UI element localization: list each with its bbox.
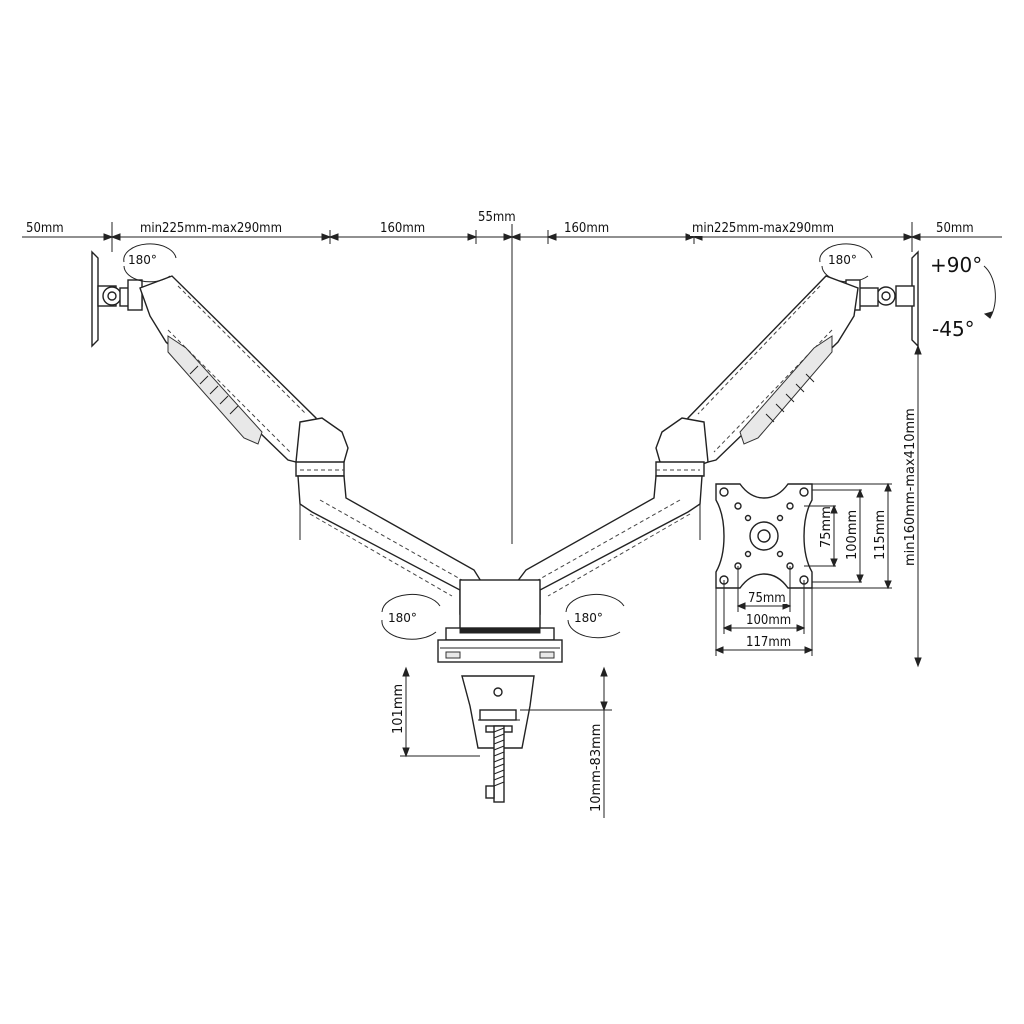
svg-text:75mm: 75mm: [819, 506, 834, 548]
right-upper-arm: [655, 250, 919, 477]
desk-clamp: [461, 675, 612, 803]
top-dimension-line: 50mm min225mm-max290mm 160mm 55mm 160mm …: [22, 208, 1002, 544]
dim-right-plate: 50mm: [936, 221, 974, 236]
svg-text:75mm: 75mm: [748, 591, 786, 606]
svg-text:-45°: -45°: [932, 317, 975, 341]
svg-text:115mm: 115mm: [873, 510, 888, 560]
dim-left-plate: 50mm: [26, 221, 64, 236]
vesa-horizontal-dims: 75mm 100mm 117mm: [714, 566, 814, 656]
rotation-bottom-right: 180°: [565, 593, 625, 639]
dim-base-height: 101mm: [391, 666, 480, 758]
svg-text:min160mm-max410mm: min160mm-max410mm: [903, 408, 918, 566]
svg-text:180°: 180°: [828, 253, 857, 267]
central-pole: [437, 579, 563, 663]
dim-right-arm: min225mm-max290mm: [692, 221, 834, 236]
dim-height-range: min160mm-max410mm: [903, 344, 922, 668]
svg-text:117mm: 117mm: [746, 635, 791, 650]
right-lower-arm: [513, 475, 703, 615]
dim-left-span: 160mm: [380, 221, 425, 236]
svg-text:180°: 180°: [128, 253, 157, 267]
svg-text:+90°: +90°: [930, 253, 982, 277]
vesa-plate-front: [715, 483, 813, 589]
dim-left-arm: min225mm-max290mm: [140, 221, 282, 236]
svg-text:100mm: 100mm: [746, 613, 791, 628]
rotation-top-right: 180°: [819, 243, 873, 283]
svg-text:180°: 180°: [574, 611, 603, 625]
dim-center-gap: 55mm: [478, 210, 516, 225]
dim-clamp-range: 10mm-83mm: [589, 666, 608, 818]
svg-text:180°: 180°: [388, 611, 417, 625]
svg-text:100mm: 100mm: [845, 510, 860, 560]
dim-right-span: 160mm: [564, 221, 609, 236]
left-upper-arm: [91, 250, 349, 477]
rotation-bottom-left: 180°: [381, 593, 441, 640]
tilt-indicator: +90° -45°: [930, 253, 996, 341]
svg-text:10mm-83mm: 10mm-83mm: [589, 724, 604, 812]
rotation-top-left: 180°: [123, 243, 177, 283]
left-lower-arm: [297, 475, 485, 615]
vesa-vertical-dims: 75mm 100mm 115mm: [804, 482, 892, 590]
svg-text:101mm: 101mm: [391, 684, 406, 734]
